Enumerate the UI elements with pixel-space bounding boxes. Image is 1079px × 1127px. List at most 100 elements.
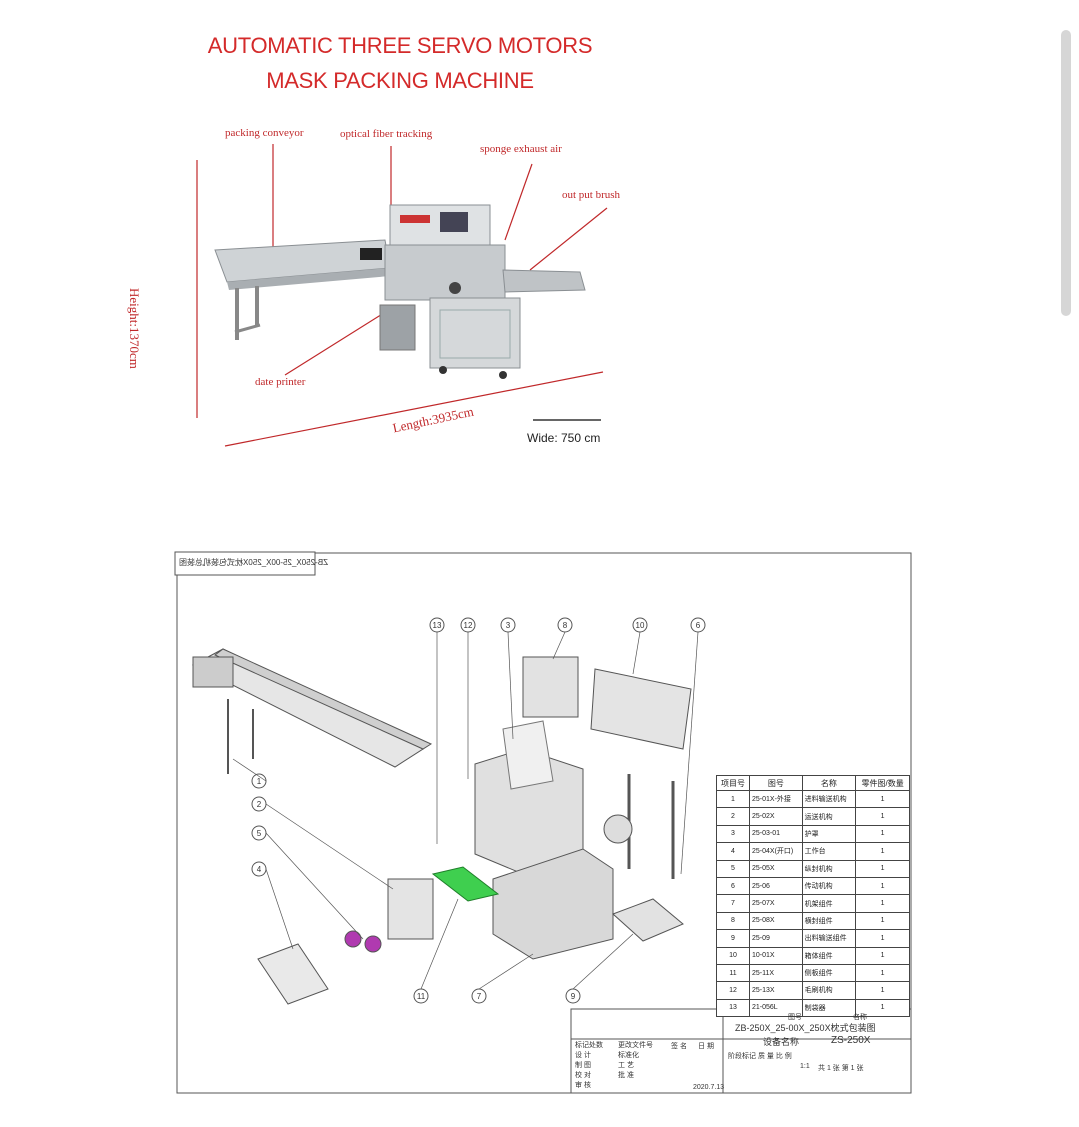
header-drawing-no: 图号 — [749, 775, 803, 791]
balloon-3: 3 — [506, 621, 511, 630]
table-cell: 3 — [715, 824, 751, 844]
tb-approve: 批 准 — [618, 1072, 634, 1079]
header-item-no: 项目号 — [715, 775, 751, 791]
table-cell: 7 — [715, 894, 751, 913]
parts-table-header: 项目号 图号 名称 零件图/数量 — [715, 775, 910, 791]
assembly-drawing: 13 12 3 8 10 6 1 2 5 4 11 7 9 ZB- — [163, 549, 913, 1097]
balloon-13: 13 — [433, 621, 442, 630]
table-cell: 25-02X — [749, 807, 803, 826]
table-cell: 制袋器 — [801, 998, 857, 1018]
table-cell: 进料输送机构 — [801, 789, 857, 809]
tb-scale: 1:1 — [800, 1063, 810, 1070]
tb-row-0: 标记处数 — [575, 1042, 603, 1049]
tb-signature: 签 名 — [671, 1043, 687, 1050]
table-cell: 1 — [715, 789, 751, 809]
tb-device-number: ZS-250X — [831, 1035, 871, 1046]
table-cell: 机架组件 — [801, 894, 857, 913]
table-cell: 1 — [855, 894, 910, 913]
table-cell: 2 — [715, 807, 751, 826]
table-cell: 1 — [855, 946, 910, 965]
balloon-6: 6 — [696, 621, 701, 630]
table-cell: 运送机构 — [801, 807, 857, 826]
callout-sponge-exhaust: sponge exhaust air — [480, 143, 562, 155]
tb-row-4: 审 核 — [575, 1082, 591, 1089]
machine-photo — [196, 144, 608, 447]
tb-device-label: 设备名称 — [763, 1037, 800, 1047]
tb-date: 日 期 — [698, 1043, 714, 1050]
table-cell: 10-01X — [749, 946, 803, 965]
balloon-5: 5 — [257, 829, 262, 838]
table-cell: 1 — [855, 981, 910, 1000]
balloon-10: 10 — [636, 621, 645, 630]
balloon-2: 2 — [257, 800, 262, 809]
table-cell: 1 — [855, 998, 910, 1018]
table-cell: 21-056L — [749, 998, 803, 1018]
tb-figure-number: ZB-250X_25-00X_250X枕式包装图 — [735, 1023, 876, 1033]
tb-row-2: 制 图 — [575, 1062, 591, 1069]
table-cell: 25-11X — [749, 963, 803, 983]
wide-label: Wide: 750 cm — [527, 431, 601, 445]
table-cell: 12 — [715, 981, 751, 1000]
table-cell: 4 — [715, 842, 751, 861]
table-cell: 25-08X — [749, 911, 803, 931]
table-cell: 6 — [715, 876, 751, 896]
table-cell: 25-13X — [749, 981, 803, 1000]
table-cell: 1 — [855, 859, 910, 878]
tb-standard: 标准化 — [618, 1052, 639, 1059]
tb-stage-row: 阶段标记 质 量 比 例 — [728, 1053, 792, 1060]
scrollbar[interactable] — [1061, 30, 1071, 316]
table-cell: 25-07X — [749, 894, 803, 913]
table-cell: 1 — [855, 789, 910, 809]
table-cell: 出料输送组件 — [801, 929, 857, 948]
balloon-4: 4 — [257, 865, 262, 874]
tb-sheets: 共 1 张 第 1 张 — [818, 1065, 864, 1072]
table-cell: 5 — [715, 859, 751, 878]
table-cell: 1 — [855, 911, 910, 931]
table-cell: 8 — [715, 911, 751, 931]
title-line-2: MASK PACKING MACHINE — [266, 68, 534, 93]
drawing-header-text: ZB-250X_25-00X_250X枕式包装机总装图 — [179, 558, 328, 567]
table-cell: 1 — [855, 807, 910, 826]
table-cell: 毛刷机构 — [801, 981, 857, 1000]
tb-row-3: 校 对 — [575, 1072, 591, 1079]
tb-change-doc: 更改文件号 — [618, 1042, 653, 1049]
callout-packing-conveyor: packing conveyor — [225, 127, 304, 139]
balloon-1: 1 — [257, 777, 262, 786]
table-cell: 1 — [855, 876, 910, 896]
table-cell: 传动机构 — [801, 876, 857, 896]
balloon-9: 9 — [571, 992, 576, 1001]
table-cell: 25-09 — [749, 929, 803, 948]
table-cell: 25-04X(开口) — [749, 842, 803, 861]
table-cell: 工作台 — [801, 842, 857, 861]
table-cell: 25-01X-外接 — [749, 789, 803, 809]
table-cell: 13 — [715, 998, 751, 1018]
table-cell: 1 — [855, 842, 910, 861]
tb-col2: 更改文件号 标准化 工 艺 批 准 — [618, 1041, 653, 1081]
table-cell: 10 — [715, 946, 751, 965]
balloon-8: 8 — [563, 621, 568, 630]
table-cell: 25-03-01 — [749, 824, 803, 844]
height-label: Height:1370cm — [127, 288, 142, 369]
table-cell: 1 — [855, 963, 910, 983]
tb-name-label: 名称 — [853, 1014, 867, 1021]
table-cell: 1 — [855, 929, 910, 948]
header-quantity: 零件图/数量 — [855, 775, 910, 791]
balloon-11: 11 — [417, 992, 426, 1001]
tb-process: 工 艺 — [618, 1062, 634, 1069]
table-cell: 箱体组件 — [801, 946, 857, 965]
table-cell: 25-05X — [749, 859, 803, 878]
tb-figure-label: 图号 — [788, 1014, 802, 1021]
title-line-1: AUTOMATIC THREE SERVO MOTORS — [207, 33, 593, 58]
